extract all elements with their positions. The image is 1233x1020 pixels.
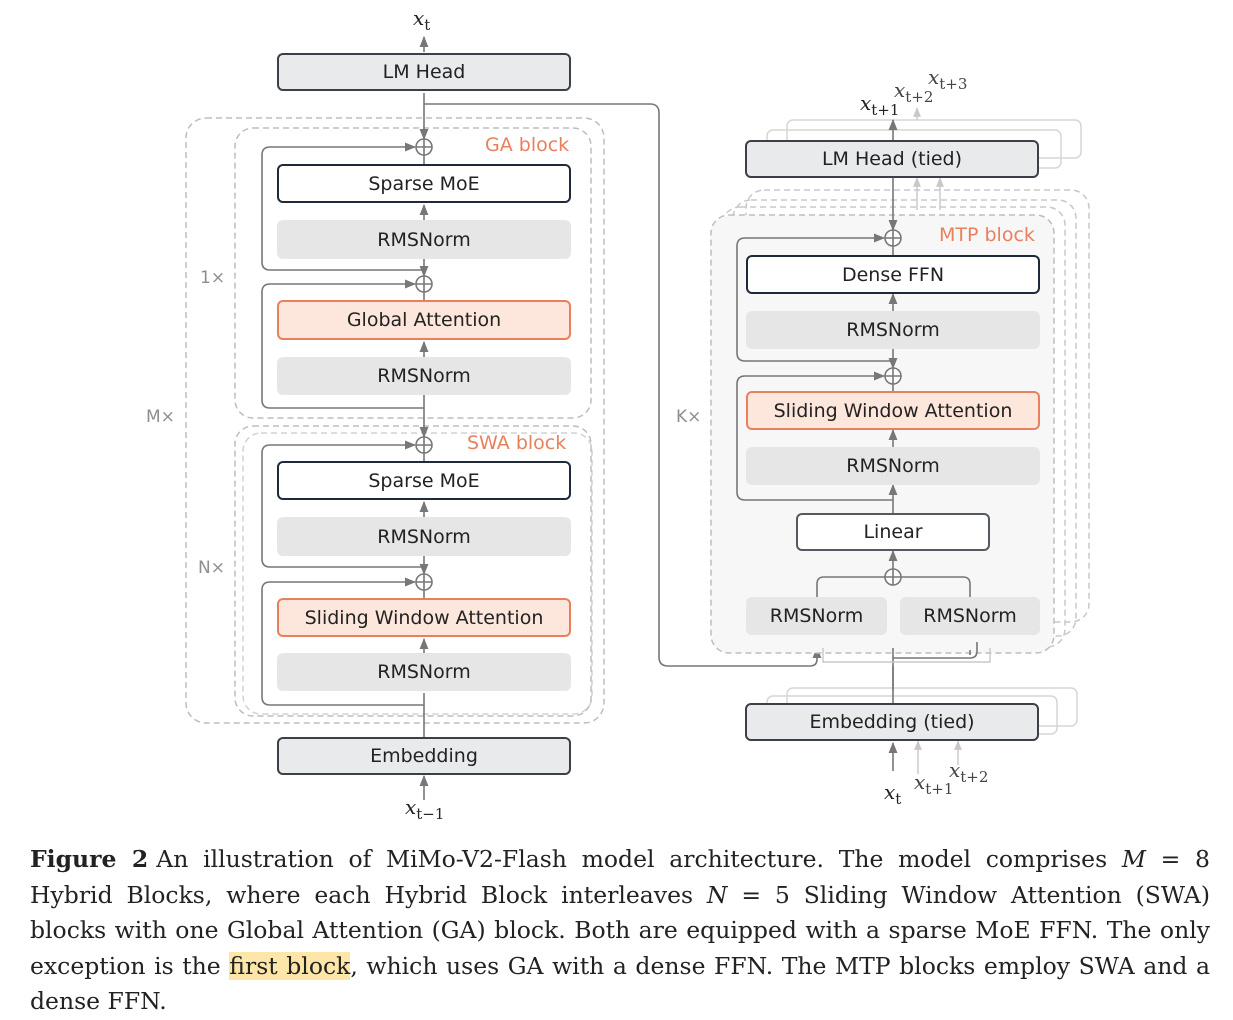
mtp-block-label: MTP block <box>939 224 1035 246</box>
swa-rmsnorm-pre-box: RMSNorm <box>277 653 571 691</box>
left-connectors <box>261 35 822 800</box>
swa-rmsnorm-post-box: RMSNorm <box>277 517 571 556</box>
mtp-rmsnorm-post-box: RMSNorm <box>746 311 1040 349</box>
sliding-window-attention-box: Sliding Window Attention <box>277 598 571 637</box>
architecture-diagram <box>185 35 1090 800</box>
lm-head-box: LM Head <box>277 53 571 91</box>
ga-rmsnorm-post-box: RMSNorm <box>277 220 571 259</box>
output-token-xt+2: xt+2 <box>894 78 934 106</box>
mtp-rmsnorm-right-box: RMSNorm <box>900 597 1040 635</box>
caption-text-1: An illustration of MiMo-V2-Flash model a… <box>156 845 1122 873</box>
caption-var-n: N <box>706 880 728 909</box>
caption-text-2: = 8 Hybrid Blocks, where each Hybrid Blo… <box>30 845 1211 909</box>
swa-multiplier-label: N× <box>198 558 225 578</box>
figure-label: Figure 2 <box>30 845 149 873</box>
mtp-sliding-window-attention-box: Sliding Window Attention <box>746 391 1040 430</box>
mtp-multiplier-label: K× <box>676 407 702 427</box>
swa-block-container-back <box>242 432 593 715</box>
caption-text-3: = 5 Sliding Window Attention (SWA) block… <box>30 880 1210 980</box>
swa-block-label: SWA block <box>467 432 567 454</box>
mtp-linear-box: Linear <box>796 513 990 551</box>
ga-sparse-moe-box: Sparse MoE <box>277 164 571 203</box>
right-connectors <box>736 118 978 771</box>
ga-rmsnorm-pre-box: RMSNorm <box>277 357 571 395</box>
mtp-rmsnorm-pre-box: RMSNorm <box>746 447 1040 485</box>
input-token-xt+2: xt+2 <box>949 758 989 786</box>
right-add-nodes <box>884 229 902 586</box>
mtp-lm-head-box: LM Head (tied) <box>745 140 1039 178</box>
input-token-xt+1: xt+1 <box>914 770 954 798</box>
swa-sparse-moe-box: Sparse MoE <box>277 461 571 500</box>
global-attention-box: Global Attention <box>277 300 571 340</box>
ga-block-container <box>234 127 592 419</box>
ga-block-label: GA block <box>485 134 570 156</box>
right-faint-connectors <box>822 107 991 774</box>
mtp-embedding-box: Embedding (tied) <box>745 703 1039 741</box>
hybrid-multiplier-label: M× <box>146 407 175 427</box>
mtp-rmsnorm-left-box: RMSNorm <box>746 597 887 635</box>
output-token-xt+3: xt+3 <box>928 65 968 93</box>
hybrid-block-container <box>185 117 605 724</box>
swa-block-container <box>234 425 592 717</box>
mtp-dense-ffn-box: Dense FFN <box>746 255 1040 294</box>
left-add-nodes <box>415 138 433 591</box>
output-token-xt+1: xt+1 <box>860 91 900 119</box>
ga-multiplier-label: 1× <box>200 268 226 288</box>
input-token-xt-1: xt−1 <box>405 795 445 823</box>
output-token-xt: xt <box>413 6 431 34</box>
caption-highlight: first block <box>229 951 351 980</box>
embedding-box: Embedding <box>277 737 571 775</box>
caption-var-m: M <box>1121 845 1146 873</box>
input-token-xt: xt <box>884 780 902 808</box>
